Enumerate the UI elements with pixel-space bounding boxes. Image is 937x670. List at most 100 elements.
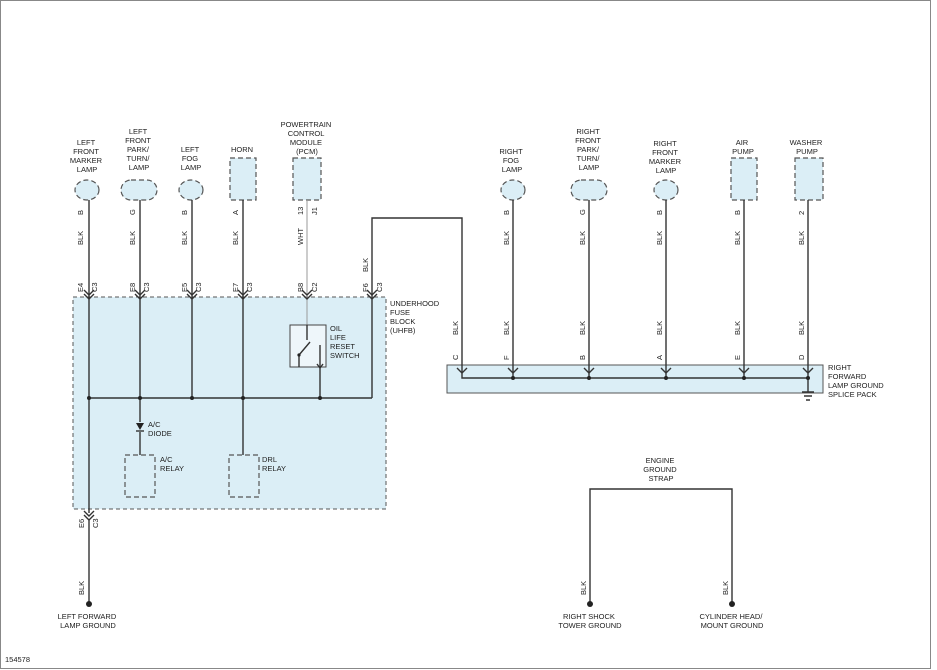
conn-pin-label: E5: [180, 283, 189, 292]
splice-pack-label: RIGHT FORWARD LAMP GROUND SPLICE PACK: [828, 363, 886, 399]
wire-color-label: BLK: [797, 231, 806, 245]
right-wires: [456, 200, 814, 401]
conn-pin-label: E7: [231, 283, 240, 292]
component-horn: HORN A BLK E7 C3: [229, 145, 257, 292]
drl-relay-label: DRL RELAY: [262, 455, 286, 473]
wire-color-label: BLK: [579, 581, 588, 595]
ground-icon: [587, 601, 593, 607]
pin-label: B: [655, 210, 664, 215]
shock-ground-label: RIGHT SHOCK TOWER GROUND: [558, 612, 622, 630]
drl-relay: DRL RELAY: [228, 454, 286, 498]
ac-relay-label: A/C RELAY: [160, 455, 184, 473]
conn-pin-label: E8: [128, 283, 137, 292]
wire-color-label: WHT: [296, 228, 305, 245]
component-pcm: POWERTRAIN CONTROL MODULE (PCM) 13 J1 WH…: [281, 120, 334, 292]
conn-pin-label: E4: [76, 283, 85, 292]
svg-text:AIR PUMP: AIR PUMP: [732, 138, 754, 156]
splice-pin-label: E: [733, 355, 742, 360]
wire-color-label: BLK: [797, 321, 806, 335]
component-left-front-park-turn-lamp: LEFT FRONT PARK/ TURN/ LAMP G BLK E8 C3: [120, 127, 158, 292]
wire-color-label: BLK: [502, 321, 511, 335]
wire-color-label: BLK: [721, 581, 730, 595]
component-air-pump: AIR PUMP B BLK BLK E: [730, 138, 758, 360]
splice-pin-label: F: [502, 355, 511, 360]
pin-label: B: [180, 210, 189, 215]
wire-color-label: BLK: [77, 581, 86, 595]
pin-label: G: [128, 209, 137, 215]
component-label: LEFT FRONT PARK/ TURN/ LAMP: [125, 127, 153, 172]
svg-text:RIGHT FRONT PARK/: RIGHT FRONT PARK/ TURN/ LAMP: [575, 127, 603, 172]
lamp-symbol: [74, 179, 100, 201]
component-left-front-marker-lamp: LEFT FRONT MARKER LAMP B BLK E4 C3: [70, 138, 104, 292]
connector-f6: BLK F6 C3: [361, 258, 384, 292]
component-washer-pump: WASHER PUMP 2 BLK BLK D: [790, 138, 824, 360]
conn-label: C3: [194, 282, 203, 292]
wire-color-label: BLK: [578, 231, 587, 245]
wire-color-label: BLK: [180, 231, 189, 245]
splice-pack: [446, 364, 824, 394]
conn-label: C2: [310, 282, 319, 292]
left-ground-branch: E6 C3 BLK LEFT FORWARD LAMP GROUND: [58, 518, 119, 630]
component-left-fog-lamp: LEFT FOG LAMP B BLK E5 C3: [178, 145, 204, 292]
wire-color-label: BLK: [655, 321, 664, 335]
fuse-block-label: UNDERHOOD FUSE BLOCK (UHFB): [390, 299, 441, 335]
splice-pin-label: B: [578, 355, 587, 360]
conn-label: C3: [375, 282, 384, 292]
svg-text:RIGHT FOG LAMP: RIGHT FOG LAMP: [499, 147, 524, 174]
wire-color-label: BLK: [231, 231, 240, 245]
engine-ground-strap: ENGINE GROUND STRAP BLK BLK RIGHT SHOCK …: [558, 456, 764, 630]
wire-color-label: BLK: [128, 231, 137, 245]
component-label: LEFT FRONT MARKER LAMP: [70, 138, 104, 174]
conn-label: C3: [90, 282, 99, 292]
wire-color-label: BLK: [578, 321, 587, 335]
pump-symbol: [794, 157, 824, 201]
horn-symbol: [229, 157, 257, 201]
strap-label: ENGINE GROUND STRAP: [643, 456, 678, 483]
pin-label: 13: [296, 207, 305, 215]
component-label: LEFT FOG LAMP: [181, 145, 201, 172]
conn-pin-label: E6: [77, 519, 86, 528]
ground-label: LEFT FORWARD LAMP GROUND: [58, 612, 119, 630]
component-right-front-park-turn-lamp: RIGHT FRONT PARK/ TURN/ LAMP G BLK BLK B: [570, 127, 608, 360]
wire-color-label: BLK: [76, 231, 85, 245]
splice-pin-label: A: [655, 355, 664, 360]
splice-pin-label: C: [451, 354, 460, 360]
lamp-symbol: [653, 179, 679, 201]
wire-color-label: BLK: [733, 231, 742, 245]
pin-label: A: [231, 210, 240, 215]
lamp-symbol: [570, 179, 608, 201]
splice-pin-label: D: [797, 354, 806, 360]
conn-label: C3: [91, 518, 100, 528]
pin-label: B: [733, 210, 742, 215]
diagram-id: 154578: [5, 655, 30, 664]
pin-label-2: J1: [310, 207, 319, 215]
lamp-symbol: [178, 179, 204, 201]
component-label: POWERTRAIN CONTROL MODULE (PCM): [281, 120, 334, 156]
wire-color-label: BLK: [451, 321, 460, 335]
conn-pin-label: F6: [361, 283, 370, 292]
cyl-ground-label: CYLINDER HEAD/ MOUNT GROUND: [699, 612, 764, 630]
conn-label: C3: [245, 282, 254, 292]
component-label: HORN: [231, 145, 253, 154]
pin-label: B: [76, 210, 85, 215]
ac-relay: A/C RELAY: [124, 454, 184, 498]
oil-life-reset-switch: OIL LIFE RESET SWITCH: [289, 324, 360, 370]
ground-icon: [802, 391, 814, 401]
wire-color-label: BLK: [733, 321, 742, 335]
pin-label: G: [578, 209, 587, 215]
diode-label: A/C DIODE: [148, 420, 172, 438]
ground-icon: [729, 601, 735, 607]
pcm-symbol: [292, 157, 322, 201]
wire-color-label: BLK: [361, 258, 370, 272]
ac-diode: A/C DIODE: [136, 420, 172, 438]
lamp-symbol: [120, 179, 158, 201]
splice-pin-c: BLK C: [451, 321, 460, 360]
wire-color-label: BLK: [655, 231, 664, 245]
pump-symbol: [730, 157, 758, 201]
component-right-front-marker-lamp: RIGHT FRONT MARKER LAMP B BLK BLK A: [649, 139, 683, 360]
top-left-wires: [83, 200, 463, 521]
lamp-symbol: [500, 179, 526, 201]
svg-text:RIGHT FRONT MARKER: RIGHT FRONT MARKER LAMP: [649, 139, 683, 175]
